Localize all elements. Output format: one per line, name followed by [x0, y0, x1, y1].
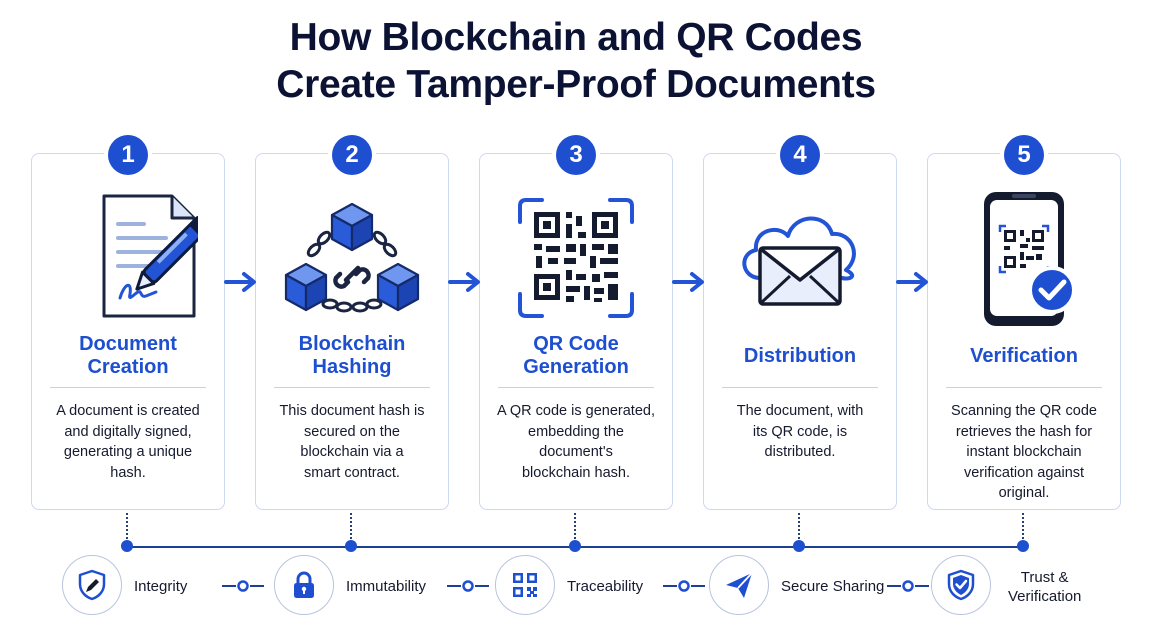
- timeline-dot: [569, 540, 581, 552]
- timeline-dot: [1017, 540, 1029, 552]
- shield-check-icon: [931, 555, 991, 615]
- arrow-right-icon: [448, 271, 482, 293]
- timeline-connector: [798, 513, 802, 543]
- step-card-3: 3 QR: [479, 135, 673, 510]
- step-number-badge: 5: [1004, 135, 1044, 175]
- paper-plane-icon: [709, 555, 769, 615]
- card-divider: [498, 387, 654, 388]
- step-card-2: 2: [255, 135, 449, 510]
- step-card-1: 1 Document Creation A document is create…: [31, 135, 225, 510]
- title-line-2: Create Tamper-Proof Documents: [276, 63, 876, 106]
- step-title: Verification: [970, 344, 1078, 367]
- timeline-connector: [574, 513, 578, 543]
- timeline-connector: [1022, 513, 1026, 543]
- timeline-dot: [345, 540, 357, 552]
- step-description: A QR code is generated, embedding the do…: [497, 403, 655, 481]
- benefit-label: Integrity: [134, 578, 188, 595]
- benefit-label: Traceability: [567, 578, 644, 595]
- cloud-envelope-icon: [730, 188, 870, 328]
- step-title: Document Creation: [79, 333, 177, 378]
- card-divider: [50, 387, 206, 388]
- lock-icon: [274, 555, 334, 615]
- arrow-right-icon: [896, 271, 930, 293]
- timeline-connector: [350, 513, 354, 543]
- card-divider: [946, 387, 1102, 388]
- benefit-label: Trust & Verification: [1008, 569, 1082, 605]
- timeline-dot: [121, 540, 133, 552]
- benefit-connector: [220, 578, 266, 594]
- benefit-connector: [885, 578, 931, 594]
- step-title: QR Code Generation: [523, 333, 629, 378]
- timeline-connector: [126, 513, 130, 543]
- arrow-right-icon: [224, 271, 258, 293]
- document-pen-icon: [58, 188, 198, 328]
- page-title: How Blockchain and QR Codes Create Tampe…: [0, 14, 1152, 108]
- blockchain-blocks-icon: [282, 188, 422, 328]
- title-line-1: How Blockchain and QR Codes: [289, 16, 863, 59]
- qr-code-icon: [506, 188, 646, 328]
- benefit-label: Secure Sharing: [781, 578, 885, 595]
- benefit-connector: [445, 578, 491, 594]
- benefit-label: Immutability: [346, 578, 427, 595]
- step-title: Distribution: [743, 344, 857, 367]
- card-divider: [274, 387, 430, 388]
- step-title: Blockchain Hashing: [298, 333, 406, 378]
- step-number-badge: 2: [332, 135, 372, 175]
- step-card-5: 5 Verification Scanning the Q: [927, 135, 1121, 510]
- arrow-right-icon: [672, 271, 706, 293]
- step-card-4: 4 Distribution The document, with its QR…: [703, 135, 897, 510]
- timeline-dot: [793, 540, 805, 552]
- step-number-badge: 3: [556, 135, 596, 175]
- card-divider: [722, 387, 878, 388]
- step-number-badge: 1: [108, 135, 148, 175]
- qr-small-icon: [495, 555, 555, 615]
- shield-pen-icon: [62, 555, 122, 615]
- benefit-connector: [661, 578, 707, 594]
- phone-qr-check-icon: [954, 188, 1094, 328]
- step-number-badge: 4: [780, 135, 820, 175]
- step-description: A document is created and digitally sign…: [56, 403, 200, 481]
- step-description: The document, with its QR code, is distr…: [736, 403, 864, 460]
- step-description: Scanning the QR code retrieves the hash …: [951, 403, 1097, 501]
- step-description: This document hash is secured on the blo…: [279, 403, 425, 481]
